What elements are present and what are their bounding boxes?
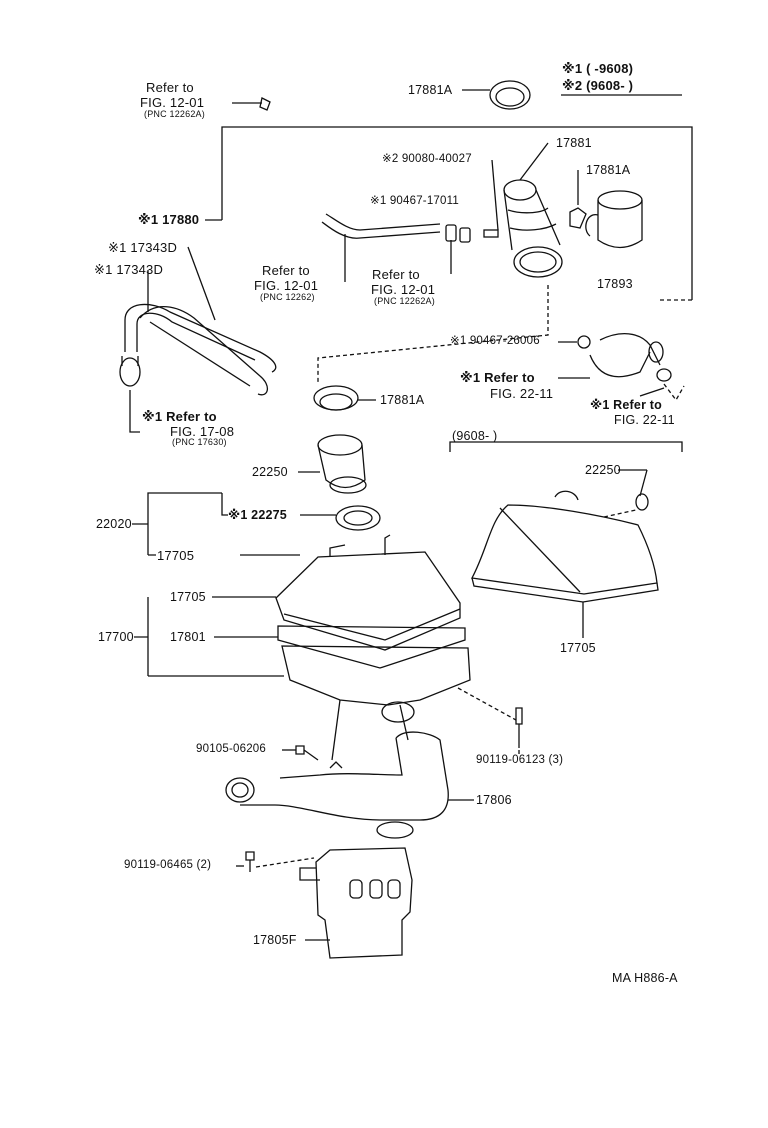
part-label: 22250 bbox=[252, 465, 288, 479]
air-cleaner-lid-right bbox=[470, 504, 659, 603]
hose-17881 bbox=[503, 179, 563, 278]
fig-ref: FIG. 17-08 bbox=[170, 424, 235, 439]
fig-ref: FIG. 12-01 bbox=[140, 95, 205, 110]
legend-line-2: ※2 (9608- ) bbox=[562, 78, 634, 93]
group-box bbox=[221, 126, 693, 300]
part-label: 17700 bbox=[98, 630, 134, 644]
part-label: 90119-06123 (3) bbox=[476, 754, 564, 766]
pnc-ref: (PNC 12262A) bbox=[374, 296, 435, 306]
hose-17343D bbox=[119, 303, 277, 396]
part-label: 90105-06206 bbox=[196, 743, 266, 755]
part-label: ※1 17343D bbox=[108, 240, 178, 255]
part-label: 22250 bbox=[585, 463, 621, 477]
part-label: 17705 bbox=[157, 548, 195, 563]
part-label: ※1 17343D bbox=[94, 262, 164, 277]
part-label: ※2 90080-40027 bbox=[382, 153, 472, 165]
part-label: 17705 bbox=[170, 590, 206, 604]
pnc-ref: (PNC 12262A) bbox=[144, 109, 205, 119]
clip-small bbox=[259, 97, 271, 111]
part-label: 17881A bbox=[380, 393, 425, 407]
part-label: 17893 bbox=[597, 277, 633, 291]
refer-text: Refer to bbox=[372, 267, 420, 282]
refer-text: ※1 Refer to bbox=[460, 370, 535, 385]
fig-ref: FIG. 22-11 bbox=[614, 413, 675, 427]
refer-text: ※1 Refer to bbox=[590, 398, 663, 412]
diagram-code: MA H886-A bbox=[612, 971, 678, 985]
variant-box-label: (9608- ) bbox=[452, 429, 498, 443]
legend-line-1: ※1 ( -9608) bbox=[562, 61, 634, 76]
part-label: 17881A bbox=[408, 83, 453, 97]
refer-text: Refer to bbox=[262, 263, 310, 278]
part-label: 17805F bbox=[253, 933, 297, 947]
part-label: 17881 bbox=[556, 136, 592, 150]
part-label: 17881A bbox=[586, 163, 631, 177]
part-label: ※1 90467-17011 bbox=[370, 195, 459, 207]
resonator-17893 bbox=[585, 190, 643, 249]
refer-text: ※1 Refer to bbox=[142, 409, 217, 424]
duct-17805F bbox=[299, 847, 413, 959]
intake-duct bbox=[225, 731, 449, 839]
part-label: ※1 90467-26006 bbox=[450, 335, 540, 347]
fig-ref: FIG. 22-11 bbox=[490, 386, 554, 401]
part-label: 17806 bbox=[476, 793, 512, 807]
air-cleaner bbox=[275, 534, 471, 761]
part-label: 17801 bbox=[170, 630, 206, 644]
part-label: ※1 22275 bbox=[228, 508, 287, 522]
fig-ref: FIG. 12-01 bbox=[371, 282, 436, 297]
refer-text: Refer to bbox=[146, 80, 194, 95]
part-label: 90119-06465 (2) bbox=[124, 859, 212, 871]
pnc-ref: (PNC 12262) bbox=[260, 292, 315, 302]
part-label: 22020 bbox=[96, 517, 132, 531]
airflow-meter bbox=[317, 434, 367, 494]
pnc-ref: (PNC 17630) bbox=[172, 437, 227, 447]
fig-ref: FIG. 12-01 bbox=[254, 278, 319, 293]
part-label: ※1 17880 bbox=[138, 212, 200, 227]
clamp-top bbox=[489, 80, 531, 110]
part-label: 17705 bbox=[560, 641, 596, 655]
